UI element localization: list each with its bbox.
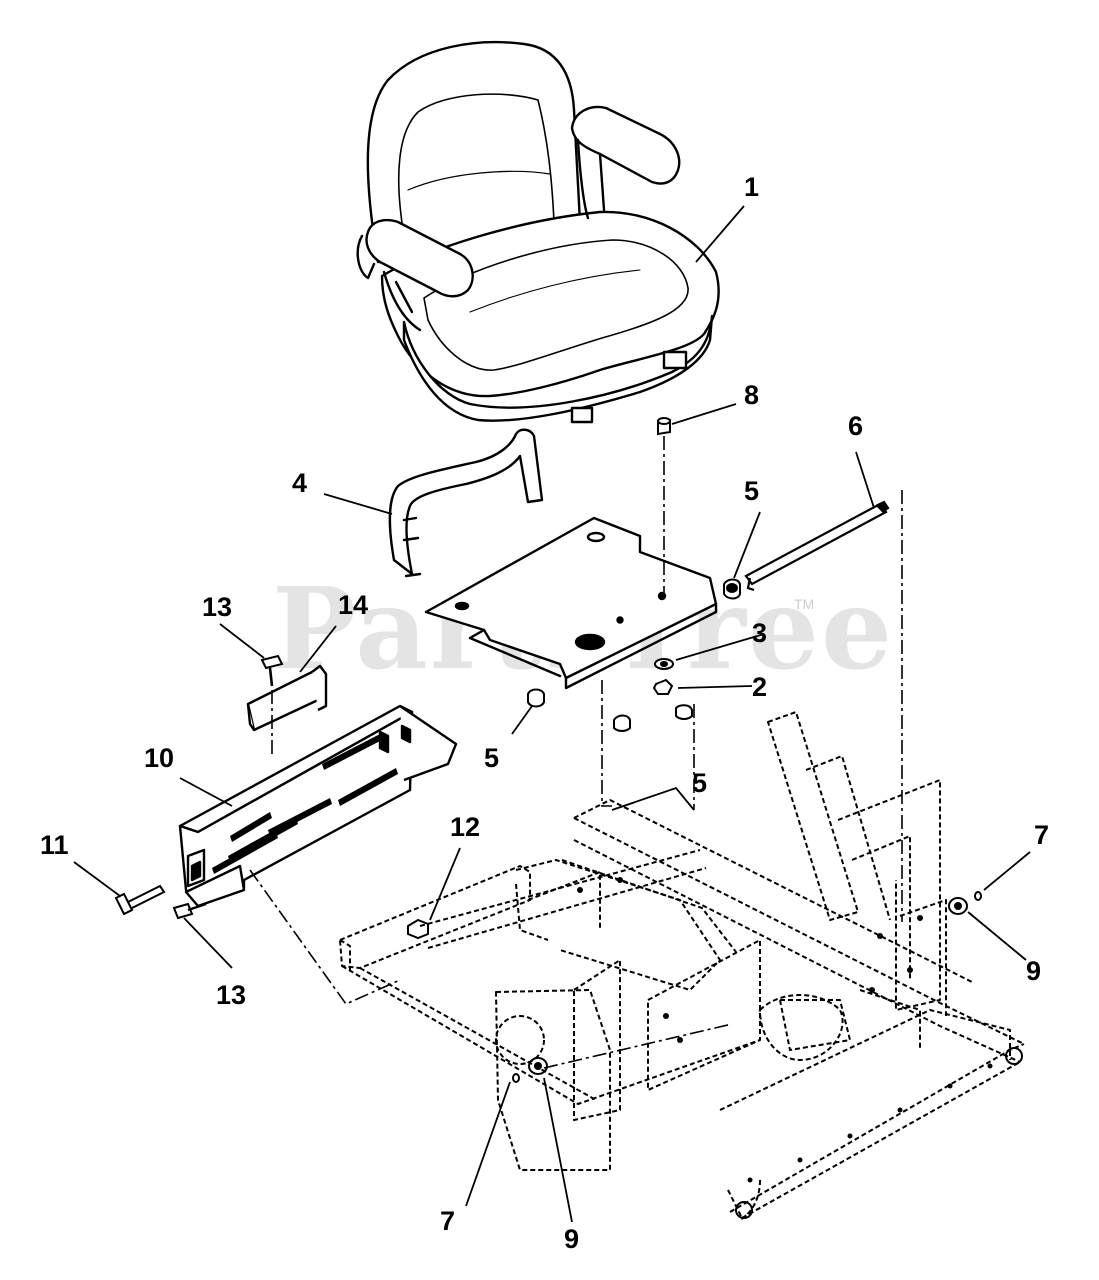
chassis-details <box>495 877 1023 1219</box>
callout-4: 4 <box>292 468 308 498</box>
callout-9-bottom: 9 <box>564 1224 580 1254</box>
seat-pan-part <box>388 428 718 690</box>
callout-14: 14 <box>338 590 369 620</box>
callout-11: 11 <box>40 830 69 860</box>
callout-3: 3 <box>752 618 768 648</box>
mower-chassis-frame <box>339 711 1025 1221</box>
callout-5-left: 5 <box>484 743 500 773</box>
guard-bracket-part <box>246 664 328 732</box>
callout-8: 8 <box>744 380 760 410</box>
callout-1: 1 <box>744 172 760 202</box>
seat-bracket-part <box>178 704 458 908</box>
callout-10: 10 <box>144 743 175 773</box>
callout-2: 2 <box>752 672 768 702</box>
seat-part <box>356 41 720 424</box>
callout-6: 6 <box>848 411 864 441</box>
callout-5-upper: 5 <box>744 476 760 506</box>
leader-lines <box>73 205 1031 1223</box>
callout-12: 12 <box>450 812 481 842</box>
callout-9-right: 9 <box>1026 956 1042 986</box>
callout-7-right: 7 <box>1034 820 1050 850</box>
pivot-rod-part <box>744 500 890 592</box>
watermark-trademark: TM <box>794 596 815 612</box>
callout-13-bottom: 13 <box>216 980 247 1010</box>
assembly-centerlines <box>249 436 903 1069</box>
callout-13-top: 13 <box>202 592 233 622</box>
callout-5-lower: 5 <box>692 768 708 798</box>
callout-7-bottom: 7 <box>440 1206 456 1236</box>
